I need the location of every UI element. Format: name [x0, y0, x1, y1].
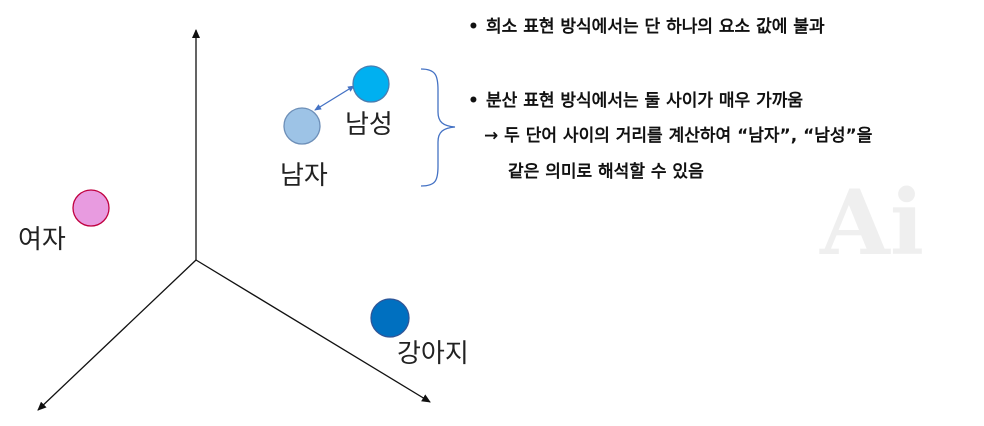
label-castle: 남성: [345, 110, 393, 140]
bullet-sparse: • 희소 표현 방식에서는 단 하나의 요소 값에 불과: [468, 17, 825, 37]
label-man: 남자: [280, 161, 328, 191]
label-dog: 강아지: [397, 339, 469, 369]
bullet-sparse-text: 희소 표현 방식에서는 단 하나의 요소 값에 불과: [486, 17, 825, 37]
distance-arrow: [314, 85, 355, 111]
bullet-dense: • 분산 표현 방식에서는 둘 사이가 매우 가까움: [468, 91, 803, 111]
watermark-text: Ai: [820, 170, 925, 276]
point-castle: [352, 65, 390, 103]
right-arrow-icon: →: [484, 126, 499, 146]
point-woman: [72, 189, 110, 227]
x-axis-right: [195, 259, 431, 403]
arrow-line-1-text: 두 단어 사이의 거리를 계산하여 “남자”, “남성”을: [504, 126, 873, 146]
arrow-line-2: 같은 의미로 해석할 수 있음: [508, 162, 704, 182]
point-dog: [370, 298, 410, 338]
arrow-line-2-text: 같은 의미로 해석할 수 있음: [508, 162, 704, 182]
bullet-icon: •: [468, 17, 479, 37]
point-man: [283, 107, 321, 145]
bullet-icon: •: [468, 91, 479, 111]
curly-brace: [420, 68, 456, 187]
x-axis-left: [37, 259, 197, 411]
watermark-logo: Ai: [700, 140, 984, 426]
label-woman: 여자: [18, 225, 66, 255]
bullet-dense-text: 분산 표현 방식에서는 둘 사이가 매우 가까움: [486, 91, 804, 111]
arrow-line-1: → 두 단어 사이의 거리를 계산하여 “남자”, “남성”을: [484, 126, 872, 146]
